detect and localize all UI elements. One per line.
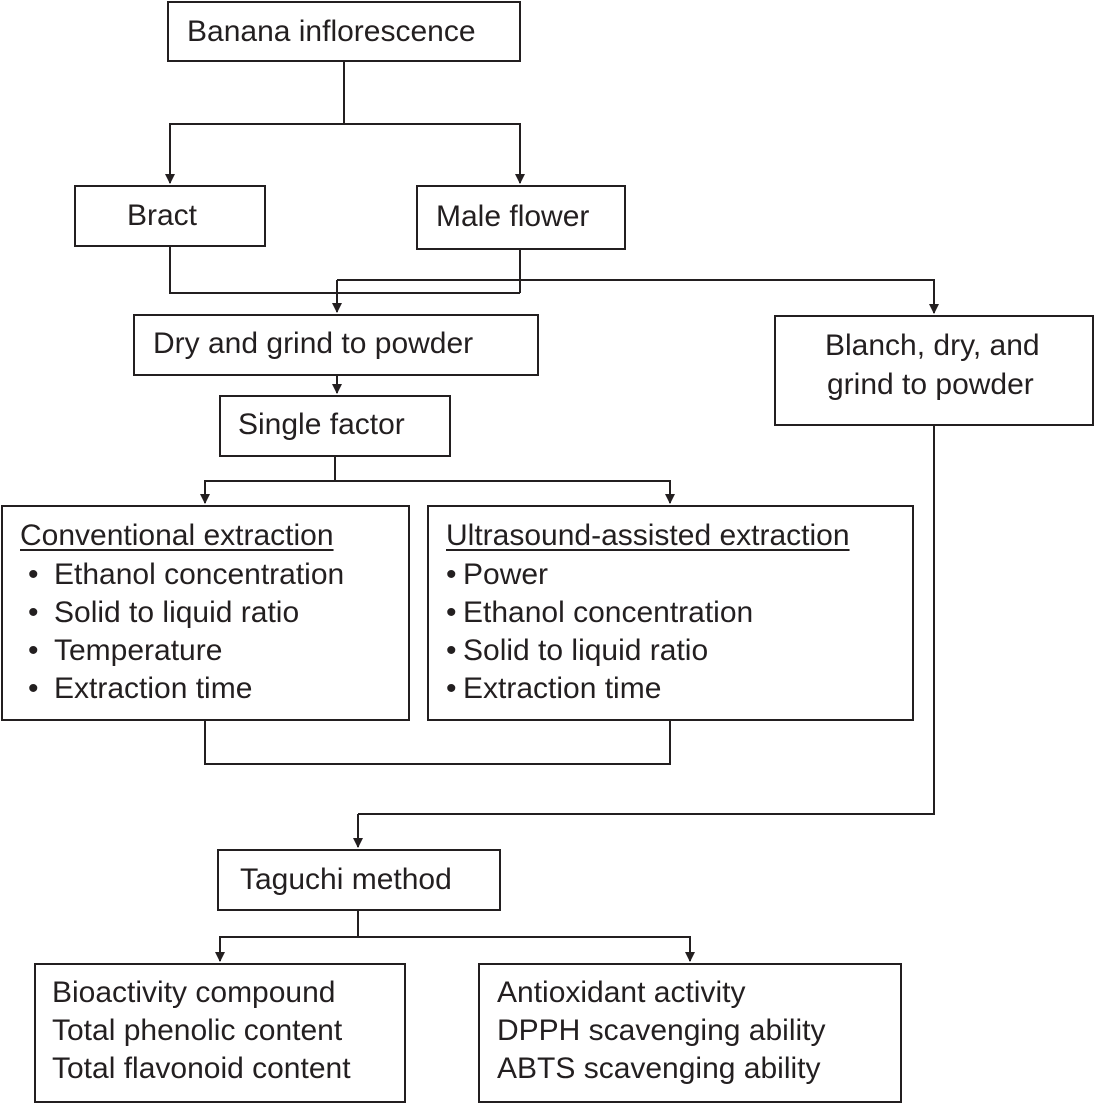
arrow-to-blanch [520,279,939,314]
node-banana-inflorescence: Banana inflorescence [167,1,521,62]
node-dry-grind: Dry and grind to powder [133,314,539,376]
node-blanch-line-2: grind to powder [827,368,1034,401]
ultrasound-extraction-title: Ultrasound-assisted extraction [446,519,850,552]
connector-bract-merge [169,247,520,294]
list-item: • Temperature [28,632,344,670]
list-item: •Power [446,556,753,594]
connector-blanch-down [358,426,935,815]
bullet-glyph: • [28,596,39,629]
node-bioactivity-line-3: Total flavonoid content [52,1052,351,1085]
bullet-glyph: • [446,634,457,667]
list-item: •Solid to liquid ratio [446,632,753,670]
node-dry-grind-label: Dry and grind to powder [153,327,474,360]
node-blanch-line-1: Blanch, dry, and [825,329,1040,362]
node-taguchi-method: Taguchi method [217,849,501,911]
list-item: •Ethanol concentration [446,594,753,632]
node-blanch: Blanch, dry, and grind to powder [774,315,1094,426]
node-ultrasound-extraction: Ultrasound-assisted extraction •Power •E… [427,505,914,721]
list-item: • Solid to liquid ratio [28,594,344,632]
node-bioactivity: Bioactivity compound Total phenolic cont… [34,963,406,1103]
bullet-glyph: • [28,634,39,667]
arrow-to-antioxidant [358,936,695,962]
node-antioxidant-line-2: DPPH scavenging ability [497,1014,826,1047]
list-item-text: Power [463,558,549,591]
arrow-to-ultrasound [335,480,675,504]
node-single-factor-label: Single factor [238,408,405,441]
node-bract-label: Bract [127,199,198,232]
node-antioxidant: Antioxidant activity DPPH scavenging abi… [478,963,902,1103]
bullet-glyph: • [446,558,457,591]
arrow-to-bioactivity [215,936,358,962]
bullet-glyph: • [446,596,457,629]
bullet-glyph: • [446,672,457,705]
list-item-text: Solid to liquid ratio [54,596,300,629]
node-banana-inflorescence-label: Banana inflorescence [187,15,476,48]
node-antioxidant-line-3: ABTS scavenging ability [497,1052,821,1085]
bullet-glyph: • [28,558,39,591]
node-bioactivity-line-2: Total phenolic content [52,1014,343,1047]
bullet-glyph: • [28,672,39,705]
arrow-to-bract [165,123,344,184]
conventional-extraction-title: Conventional extraction [20,519,334,552]
node-conventional-extraction: Conventional extraction • Ethanol concent… [1,505,410,721]
list-item-text: Ethanol concentration [463,596,754,629]
arrow-to-conventional [200,480,335,504]
node-taguchi-method-label: Taguchi method [240,863,452,896]
list-item: •Extraction time [446,670,753,708]
node-antioxidant-line-1: Antioxidant activity [497,976,746,1009]
list-item-text: Ethanol concentration [54,558,345,591]
node-bract: Bract [74,185,266,247]
arrow-to-male-flower [344,123,525,184]
ultrasound-extraction-list: •Power •Ethanol concentration •Solid to … [446,556,753,708]
node-male-flower-label: Male flower [436,200,590,233]
connector-extraction-merge [204,721,671,765]
list-item: • Ethanol concentration [28,556,344,594]
list-item-text: Solid to liquid ratio [463,634,709,667]
list-item-text: Temperature [54,634,223,667]
list-item: • Extraction time [28,670,344,708]
node-bioactivity-line-1: Bioactivity compound [52,976,336,1009]
node-male-flower: Male flower [416,185,626,250]
node-single-factor: Single factor [219,395,451,457]
list-item-text: Extraction time [54,672,253,705]
list-item-text: Extraction time [463,672,662,705]
conventional-extraction-list: • Ethanol concentration • Solid to liquid … [28,556,344,708]
